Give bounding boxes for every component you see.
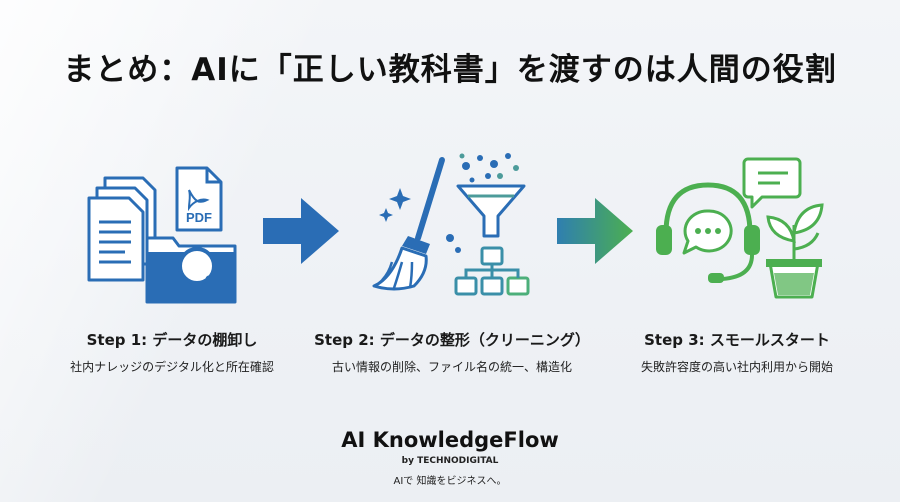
step-3-title: Step 3: スモールスタート [644, 331, 830, 349]
page-title: まとめ：AIに「正しい教科書」を渡すのは人間の役割 [63, 52, 837, 88]
brand-tagline: AIで 知識をビジネスへ。 [393, 476, 507, 487]
brand-byline: by TECHNODIGITAL [401, 456, 499, 466]
step-1-title: Step 1: データの棚卸し [86, 331, 258, 349]
brand-name: AI KnowledgeFlow [341, 428, 559, 452]
documents-folder-search-icon: PDF [87, 166, 237, 304]
step-1-description: 社内ナレッジのデジタル化と所在確認 [70, 360, 274, 374]
pdf-label: PDF [186, 210, 212, 225]
arrow-right-icon [263, 198, 339, 264]
broom-funnel-structure-icon [372, 153, 530, 296]
headset-chat-plant-icon [656, 157, 824, 299]
arrow-right-icon [557, 198, 633, 264]
step-2-description: 古い情報の削除、ファイル名の統一、構造化 [331, 360, 572, 374]
step-2-title: Step 2: データの整形（クリーニング） [314, 331, 590, 349]
step-3-description: 失敗許容度の高い社内利用から開始 [640, 360, 833, 374]
